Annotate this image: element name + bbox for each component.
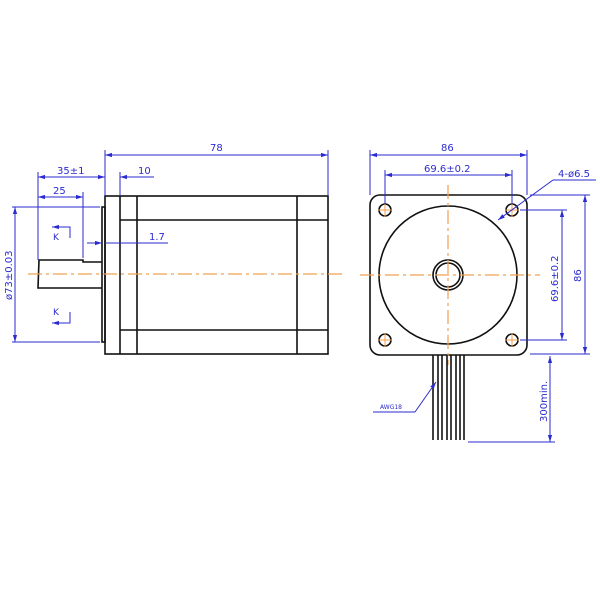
lead-wires [432, 355, 465, 440]
dim-length: 78 [210, 143, 223, 154]
dim-height: 86 [573, 269, 584, 282]
dim-flange-depth: 10 [138, 166, 151, 177]
shaft [37, 259, 102, 289]
front-view: 86 69.6±0.2 4-ø6.5 69.6±0.2 86 300min. A… [360, 143, 596, 443]
wire-gauge-label: AWG18 [380, 404, 402, 411]
dim-hole-spacing-v: 69.6±0.2 [550, 255, 561, 302]
section-label-top: K [53, 233, 60, 243]
dim-holes: 4-ø6.5 [558, 169, 590, 180]
section-label-bottom: K [53, 308, 60, 318]
dim-shaft-total: 35±1 [57, 166, 84, 177]
dim-lead-length: 300min. [539, 381, 550, 422]
side-view: 78 35±1 10 25 1.7 ø73±0.03 K K [4, 143, 345, 355]
dim-boss-height: 1.7 [149, 232, 165, 243]
dim-pilot-diameter: ø73±0.03 [4, 251, 15, 301]
dim-width: 86 [441, 143, 454, 154]
dim-hole-spacing-h: 69.6±0.2 [424, 164, 471, 175]
dim-shaft-flat: 25 [53, 186, 66, 197]
